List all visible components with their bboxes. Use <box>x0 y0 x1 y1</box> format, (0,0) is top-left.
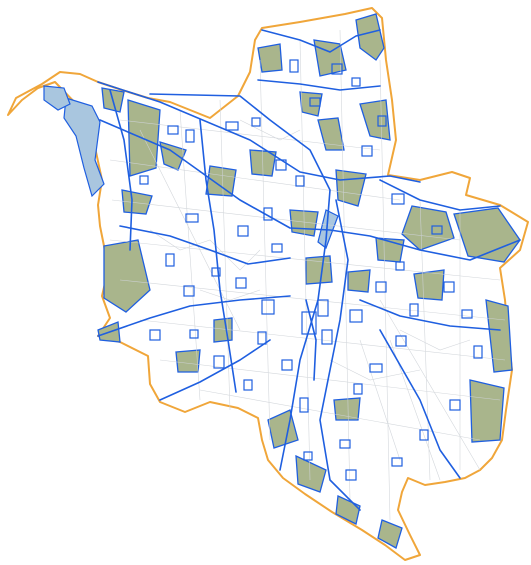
blue-line-main-3 <box>149 93 331 471</box>
green-area-east-3 <box>413 269 445 301</box>
green-area-north-3 <box>359 99 391 141</box>
blue-line-main-2 <box>99 119 521 261</box>
blue-line-main-10 <box>257 79 381 91</box>
blue-line-main-11 <box>109 89 133 251</box>
blue-line-main-9 <box>261 29 381 53</box>
green-area-northwest-3 <box>121 189 153 215</box>
blue-line-main-13 <box>379 329 461 479</box>
blue-line-main-6 <box>97 295 291 337</box>
green-area-south-2 <box>295 454 327 493</box>
green-area-north-6 <box>257 43 283 73</box>
blue-parcels <box>139 59 483 481</box>
water-river-central <box>317 209 339 249</box>
blue-line-main-4 <box>319 199 361 511</box>
green-area-south-4 <box>377 519 403 549</box>
green-area-center-2 <box>347 269 371 293</box>
green-area-east-4 <box>485 299 513 373</box>
green-area-north-4 <box>299 91 323 117</box>
green-area-east-2 <box>453 207 521 263</box>
water-bodies <box>43 85 339 249</box>
blue-line-main-8 <box>379 179 501 211</box>
green-area-west-1 <box>103 239 151 313</box>
water-lake-northwest <box>63 97 105 198</box>
blue-line-main-14 <box>159 339 271 401</box>
blue-line-main-15 <box>305 299 317 381</box>
green-area-east-5 <box>469 379 505 443</box>
water-lake-northwest-upper <box>43 85 71 111</box>
green-area-north-1 <box>355 13 385 61</box>
blue-line-main-5 <box>119 225 291 265</box>
blue-line-main-12 <box>199 119 237 393</box>
green-area-north-5 <box>317 117 345 151</box>
green-area-central-north-1 <box>205 165 237 197</box>
green-area-south-5 <box>333 397 361 421</box>
green-area-east-1 <box>401 205 455 251</box>
street-grid <box>109 29 506 521</box>
city-boundary <box>7 7 529 561</box>
blue-line-main-7 <box>359 299 501 331</box>
blue-network <box>97 29 521 511</box>
blue-line-main-1 <box>97 81 421 183</box>
green-area-southwest-1 <box>175 349 201 373</box>
green-area-center-1 <box>305 255 333 285</box>
